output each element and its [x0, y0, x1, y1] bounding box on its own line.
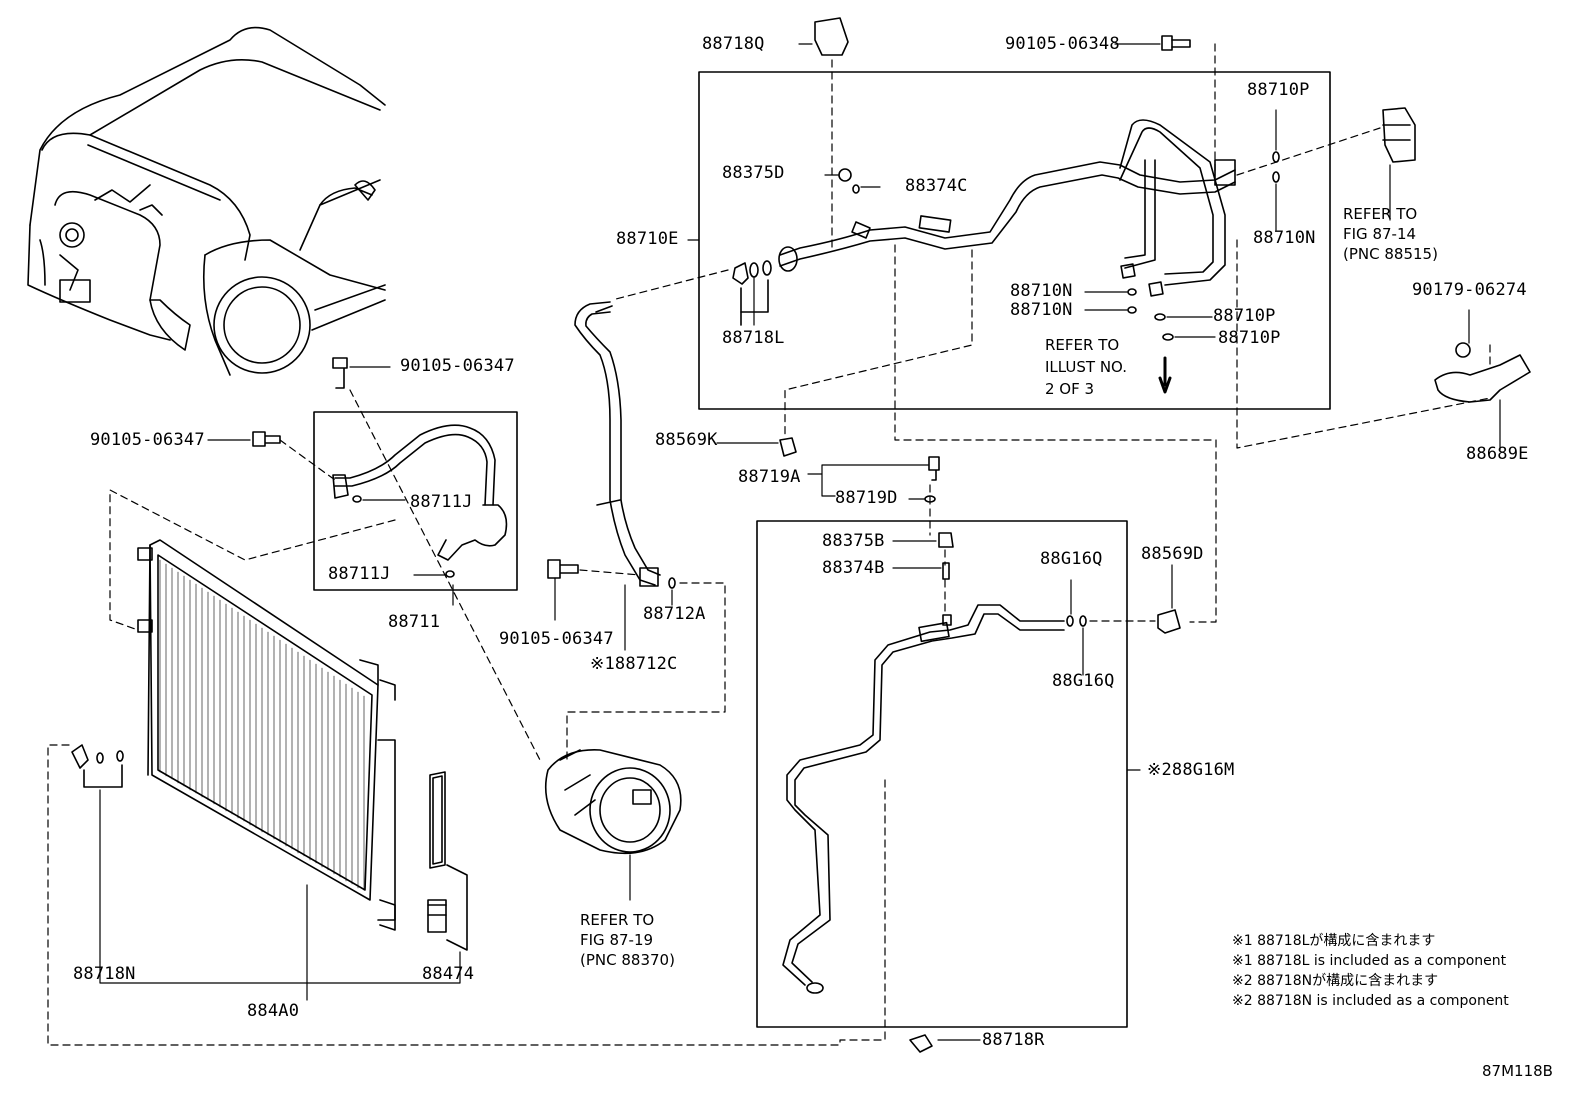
label-88710N-a: 88710N: [1010, 281, 1073, 301]
label-90179-06274: 90179-06274: [1412, 280, 1527, 300]
cap-88375B: [938, 532, 954, 548]
label-88718R: 88718R: [982, 1030, 1045, 1050]
part-88718N: [71, 744, 124, 788]
label-88710P-a: 88710P: [1213, 306, 1276, 326]
oring-88710N-b: [1127, 306, 1137, 314]
refer-illust-line-2: ILLUST NO.: [1045, 358, 1128, 376]
oring-88710P-a: [1154, 313, 1166, 321]
refer-fig-87-14: REFER TO FIG 87-14 (PNC 88515): [1343, 204, 1438, 264]
label-88719D: 88719D: [835, 488, 898, 508]
lower-assembly-box: [756, 520, 1128, 1028]
bolt-90105-06347-a: [332, 357, 348, 389]
refer-illust-line-3: 2 OF 3: [1045, 380, 1095, 398]
bolt-90105-06347-b: [252, 431, 281, 447]
label-88375D: 88375D: [722, 163, 785, 183]
refer-fig-87-14-line-3: (PNC 88515): [1343, 245, 1438, 263]
refer-fig-87-14-line-1: REFER TO: [1343, 205, 1418, 223]
label-88718Q: 88718Q: [702, 34, 765, 54]
refer-illust-line-1: REFER TO: [1045, 336, 1120, 354]
label-88375B: 88375B: [822, 531, 885, 551]
refer-fig-87-14-line-2: FIG 87-14: [1343, 225, 1417, 243]
label-88G16Q-a: 88G16Q: [1040, 549, 1103, 569]
bracket-88515: [1382, 107, 1416, 163]
clip-88569D: [1157, 609, 1181, 634]
hose-88711: [332, 424, 508, 578]
label-88710N-right: 88710N: [1253, 228, 1316, 248]
clip-88718R: [909, 1034, 933, 1053]
bolt-90105-06348: [1161, 35, 1191, 51]
label-88569K: 88569K: [655, 430, 718, 450]
part-88718L: [732, 260, 772, 326]
label-88718N: 88718N: [73, 964, 136, 984]
label-88G16Q-b: 88G16Q: [1052, 671, 1115, 691]
leader-lines: [99, 43, 1501, 1041]
footnote-1-en: ※1 88718L is included as a component: [1232, 953, 1507, 969]
oring-88710P-b: [1162, 333, 1174, 341]
dashed-lines: [47, 43, 1491, 1046]
label-88710P-top: 88710P: [1247, 80, 1310, 100]
label-884A0: 884A0: [247, 1001, 300, 1021]
label-88689E: 88689E: [1466, 444, 1529, 464]
label-88710P-b: 88710P: [1218, 328, 1281, 348]
refer-fig-87-19-line-2: FIG 87-19: [580, 931, 654, 949]
label-88374B: 88374B: [822, 558, 885, 578]
cap-88375D: [838, 168, 852, 182]
bracket-88689E: [1434, 342, 1531, 403]
refer-illust-2-of-3: REFER TO ILLUST NO. 2 OF 3: [1045, 334, 1127, 400]
condenser-fins: [159, 559, 365, 891]
refer-fig-87-19-line-3: (PNC 88370): [580, 951, 675, 969]
label-88374C: 88374C: [905, 176, 968, 196]
figure-id: 87M118B: [1482, 1062, 1553, 1080]
core-88374C: [852, 184, 860, 194]
pipe-88710E: [778, 119, 1236, 297]
core-88374B: [942, 562, 950, 580]
dryer-88474: [427, 771, 468, 951]
oring-88G16Q-a: [1066, 615, 1074, 627]
hose-88711-box: [313, 411, 518, 591]
label-88712C: ※188712C: [590, 654, 678, 674]
label-88711J-a: 88711J: [410, 492, 473, 512]
footnote-2-jp: ※2 88718Nが構成に含まれます: [1232, 973, 1439, 989]
label-88712A: 88712A: [643, 604, 706, 624]
label-88719A: 88719A: [738, 467, 801, 487]
refer-fig-87-19: REFER TO FIG 87-19 (PNC 88370): [580, 910, 675, 970]
upper-assembly-box: [698, 71, 1331, 410]
label-88G16M: ※288G16M: [1147, 760, 1235, 780]
label-88710E: 88710E: [616, 229, 679, 249]
label-88711J-b: 88711J: [328, 564, 391, 584]
label-90105-06348: 90105-06348: [1005, 34, 1120, 54]
valve-88719A: [928, 456, 940, 481]
oring-88G16Q-b: [1079, 615, 1087, 627]
label-90105-06347-b: 90105-06347: [90, 430, 205, 450]
label-88711: 88711: [388, 612, 441, 632]
bolt-90105-06347-c: [547, 559, 579, 579]
hose-88712C: [574, 301, 676, 589]
arrow-refer: [1158, 356, 1172, 394]
clip-88569K: [779, 437, 797, 457]
condenser: [137, 539, 396, 931]
pipe-88G16M: [782, 604, 1065, 994]
oring-88710N-a: [1127, 288, 1137, 296]
label-90105-06347-c: 90105-06347: [499, 629, 614, 649]
refer-fig-87-19-line-1: REFER TO: [580, 911, 655, 929]
oring-88710N-right: [1272, 171, 1280, 183]
label-88718L: 88718L: [722, 328, 785, 348]
label-88569D: 88569D: [1141, 544, 1204, 564]
clip-88718Q: [814, 17, 849, 56]
label-88474: 88474: [422, 964, 475, 984]
oring-88710P-top: [1272, 151, 1280, 163]
footnote-2-en: ※2 88718N is included as a component: [1232, 993, 1509, 1009]
compressor: [544, 749, 682, 855]
footnote-1-jp: ※1 88718Lが構成に含まれます: [1232, 933, 1436, 949]
label-90105-06347-a: 90105-06347: [400, 356, 515, 376]
vehicle-illustration: [27, 26, 386, 376]
label-88710N-b: 88710N: [1010, 300, 1073, 320]
